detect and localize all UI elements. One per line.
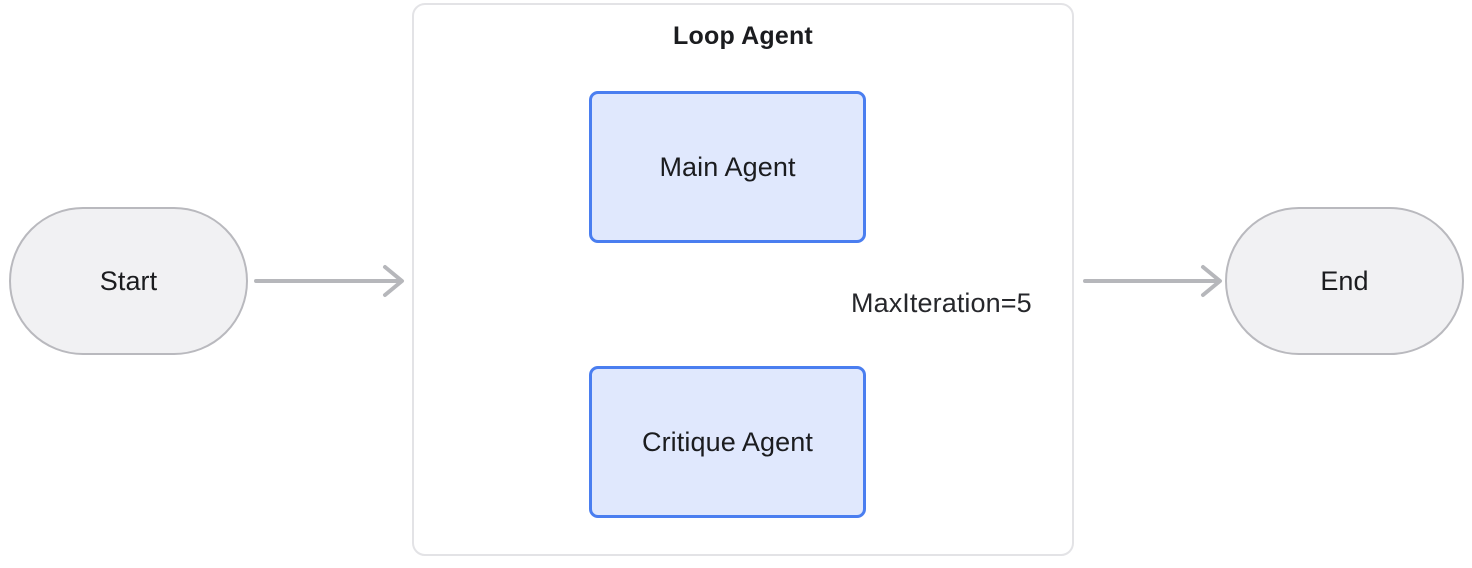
edge-start-to-main-agent: [254, 265, 404, 297]
arrowhead-icon: [1201, 265, 1222, 297]
node-start[interactable]: Start: [9, 207, 248, 355]
edge-loop-agent-to-end: [1083, 265, 1222, 297]
node-main-agent[interactable]: Main Agent: [589, 91, 866, 243]
node-start-label: Start: [99, 265, 158, 296]
node-main-agent-label: Main Agent: [659, 151, 796, 182]
node-critique-agent-label: Critique Agent: [641, 426, 813, 457]
node-end[interactable]: End: [1225, 207, 1464, 355]
node-critique-agent[interactable]: Critique Agent: [589, 366, 866, 518]
arrowhead-icon: [383, 265, 404, 297]
group-loop-agent-title: Loop Agent: [673, 22, 813, 50]
node-end-label: End: [1320, 265, 1369, 296]
edge-label-max-iteration: MaxIteration=5: [845, 286, 1038, 321]
